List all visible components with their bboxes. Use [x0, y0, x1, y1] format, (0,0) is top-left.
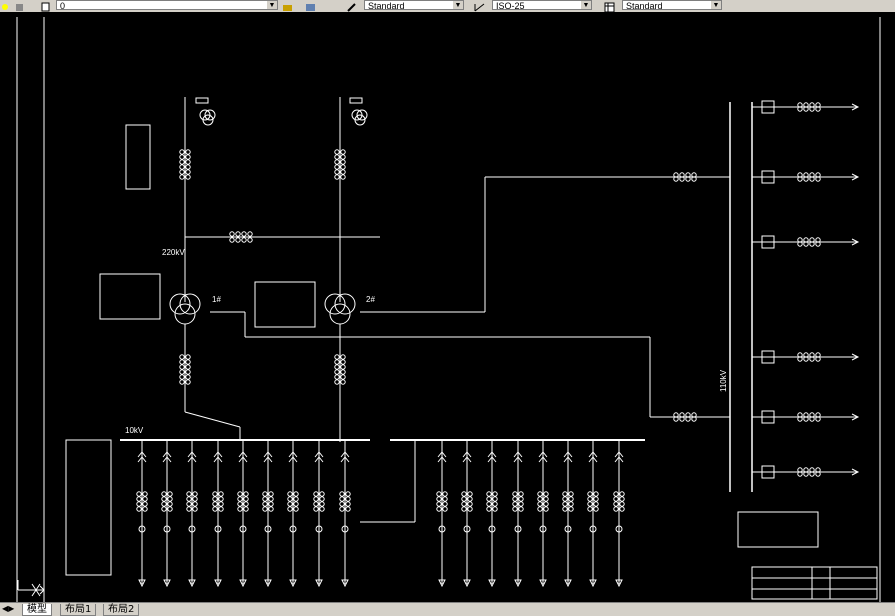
transformer-2-label: 2# — [366, 295, 375, 304]
tab-layout2[interactable]: 布局2 — [103, 604, 140, 616]
layer-color-icon[interactable] — [40, 0, 52, 12]
tab-layout1[interactable]: 布局1 — [60, 604, 97, 616]
single-line-diagram: 220kV 10kV 110kV 1# 2# — [16, 17, 881, 602]
chevron-down-icon[interactable]: ▼ — [711, 1, 721, 9]
transformer-1-label: 1# — [212, 295, 221, 304]
layer-sun-icon[interactable] — [14, 0, 26, 11]
dim-style-dropdown[interactable]: ISO-25 ▼ — [492, 0, 592, 10]
chevron-down-icon[interactable]: ▼ — [581, 1, 591, 9]
transformer-2-winding-a — [324, 293, 346, 315]
text-style-icon[interactable] — [346, 0, 358, 12]
table-style-icon[interactable] — [604, 0, 616, 12]
dim-style-icon[interactable] — [474, 0, 486, 12]
tab-model[interactable]: 模型 — [22, 604, 52, 616]
chevron-down-icon[interactable]: ▼ — [453, 1, 463, 9]
layer-bulb-icon[interactable] — [0, 0, 12, 11]
tab-scroll-arrows-icon[interactable]: ◀▶ — [2, 604, 15, 613]
table-style-value: Standard — [626, 1, 663, 10]
layer-dropdown[interactable]: 0 ▼ — [56, 0, 278, 10]
title-block — [751, 566, 878, 600]
chevron-down-icon[interactable]: ▼ — [267, 1, 277, 9]
layer-previous-icon[interactable] — [282, 0, 294, 11]
layer-dropdown-value: 0 — [60, 1, 66, 10]
layout-tab-bar: ◀▶ 模型 布局1 布局2 — [0, 602, 895, 616]
dim-style-value: ISO-25 — [496, 1, 525, 10]
text-style-value: Standard — [368, 1, 405, 10]
drawing-canvas[interactable]: 220kV 10kV 110kV 1# 2# — [0, 12, 895, 602]
label-10kv: 10kV — [125, 426, 144, 435]
table-style-dropdown[interactable]: Standard ▼ — [622, 0, 722, 10]
text-style-dropdown[interactable]: Standard ▼ — [364, 0, 464, 10]
toolbar: 0 ▼ Standard ▼ ISO-25 ▼ Standard ▼ — [0, 0, 895, 13]
label-110kv: 110kV — [719, 369, 728, 392]
label-220kv: 220kV — [162, 248, 185, 257]
layer-states-icon[interactable] — [305, 0, 317, 11]
transformer-1-winding-a — [169, 293, 191, 315]
